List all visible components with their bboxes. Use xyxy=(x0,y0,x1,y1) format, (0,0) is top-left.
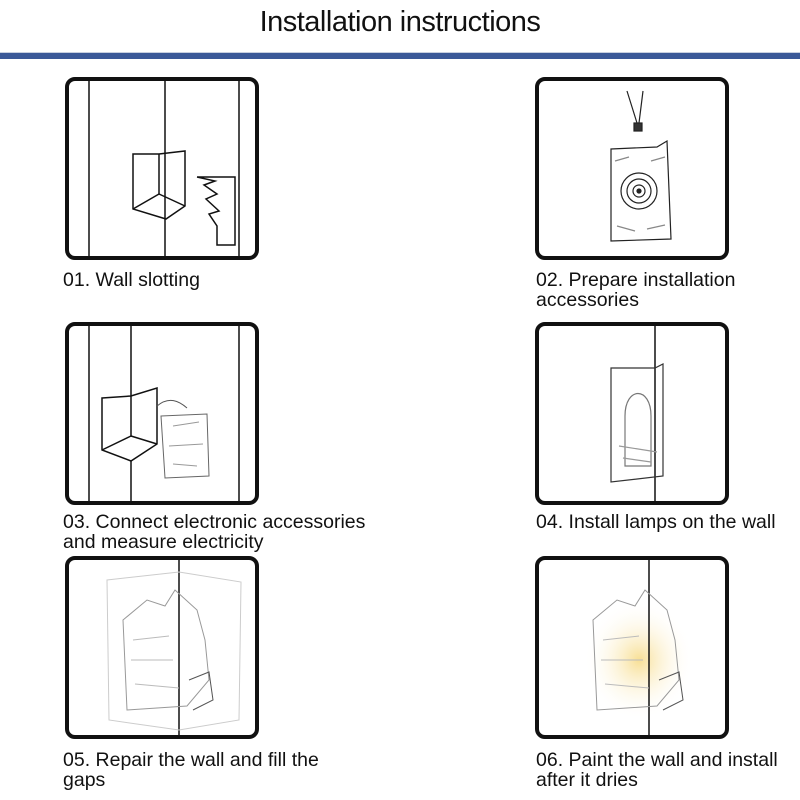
step-1-caption: 01. Wall slotting xyxy=(63,269,200,291)
step-1-illustration xyxy=(65,77,259,260)
step-5-caption: 05. Repair the wall and fill the gaps xyxy=(63,749,319,791)
accessories-icon xyxy=(610,90,672,242)
wall-repair-icon xyxy=(106,560,242,735)
step-6-illustration xyxy=(535,556,729,739)
step-3-caption: 03. Connect electronic accessories and m… xyxy=(63,511,366,553)
page-title: Installation instructions xyxy=(259,6,541,38)
step-6-caption: 06. Paint the wall and install after it … xyxy=(536,749,778,791)
step-2-caption: 02. Prepare installation accessories xyxy=(536,269,736,311)
step-5-illustration xyxy=(65,556,259,739)
paint-wall-icon xyxy=(584,560,694,735)
wall-slot-icon xyxy=(88,81,240,256)
step-4-illustration xyxy=(535,322,729,505)
header-divider xyxy=(0,52,800,59)
wiring-icon xyxy=(88,326,240,501)
step-3-illustration xyxy=(65,322,259,505)
lamp-install-icon xyxy=(610,326,664,501)
step-4-caption: 04. Install lamps on the wall xyxy=(536,511,776,533)
step-2-illustration xyxy=(535,77,729,260)
